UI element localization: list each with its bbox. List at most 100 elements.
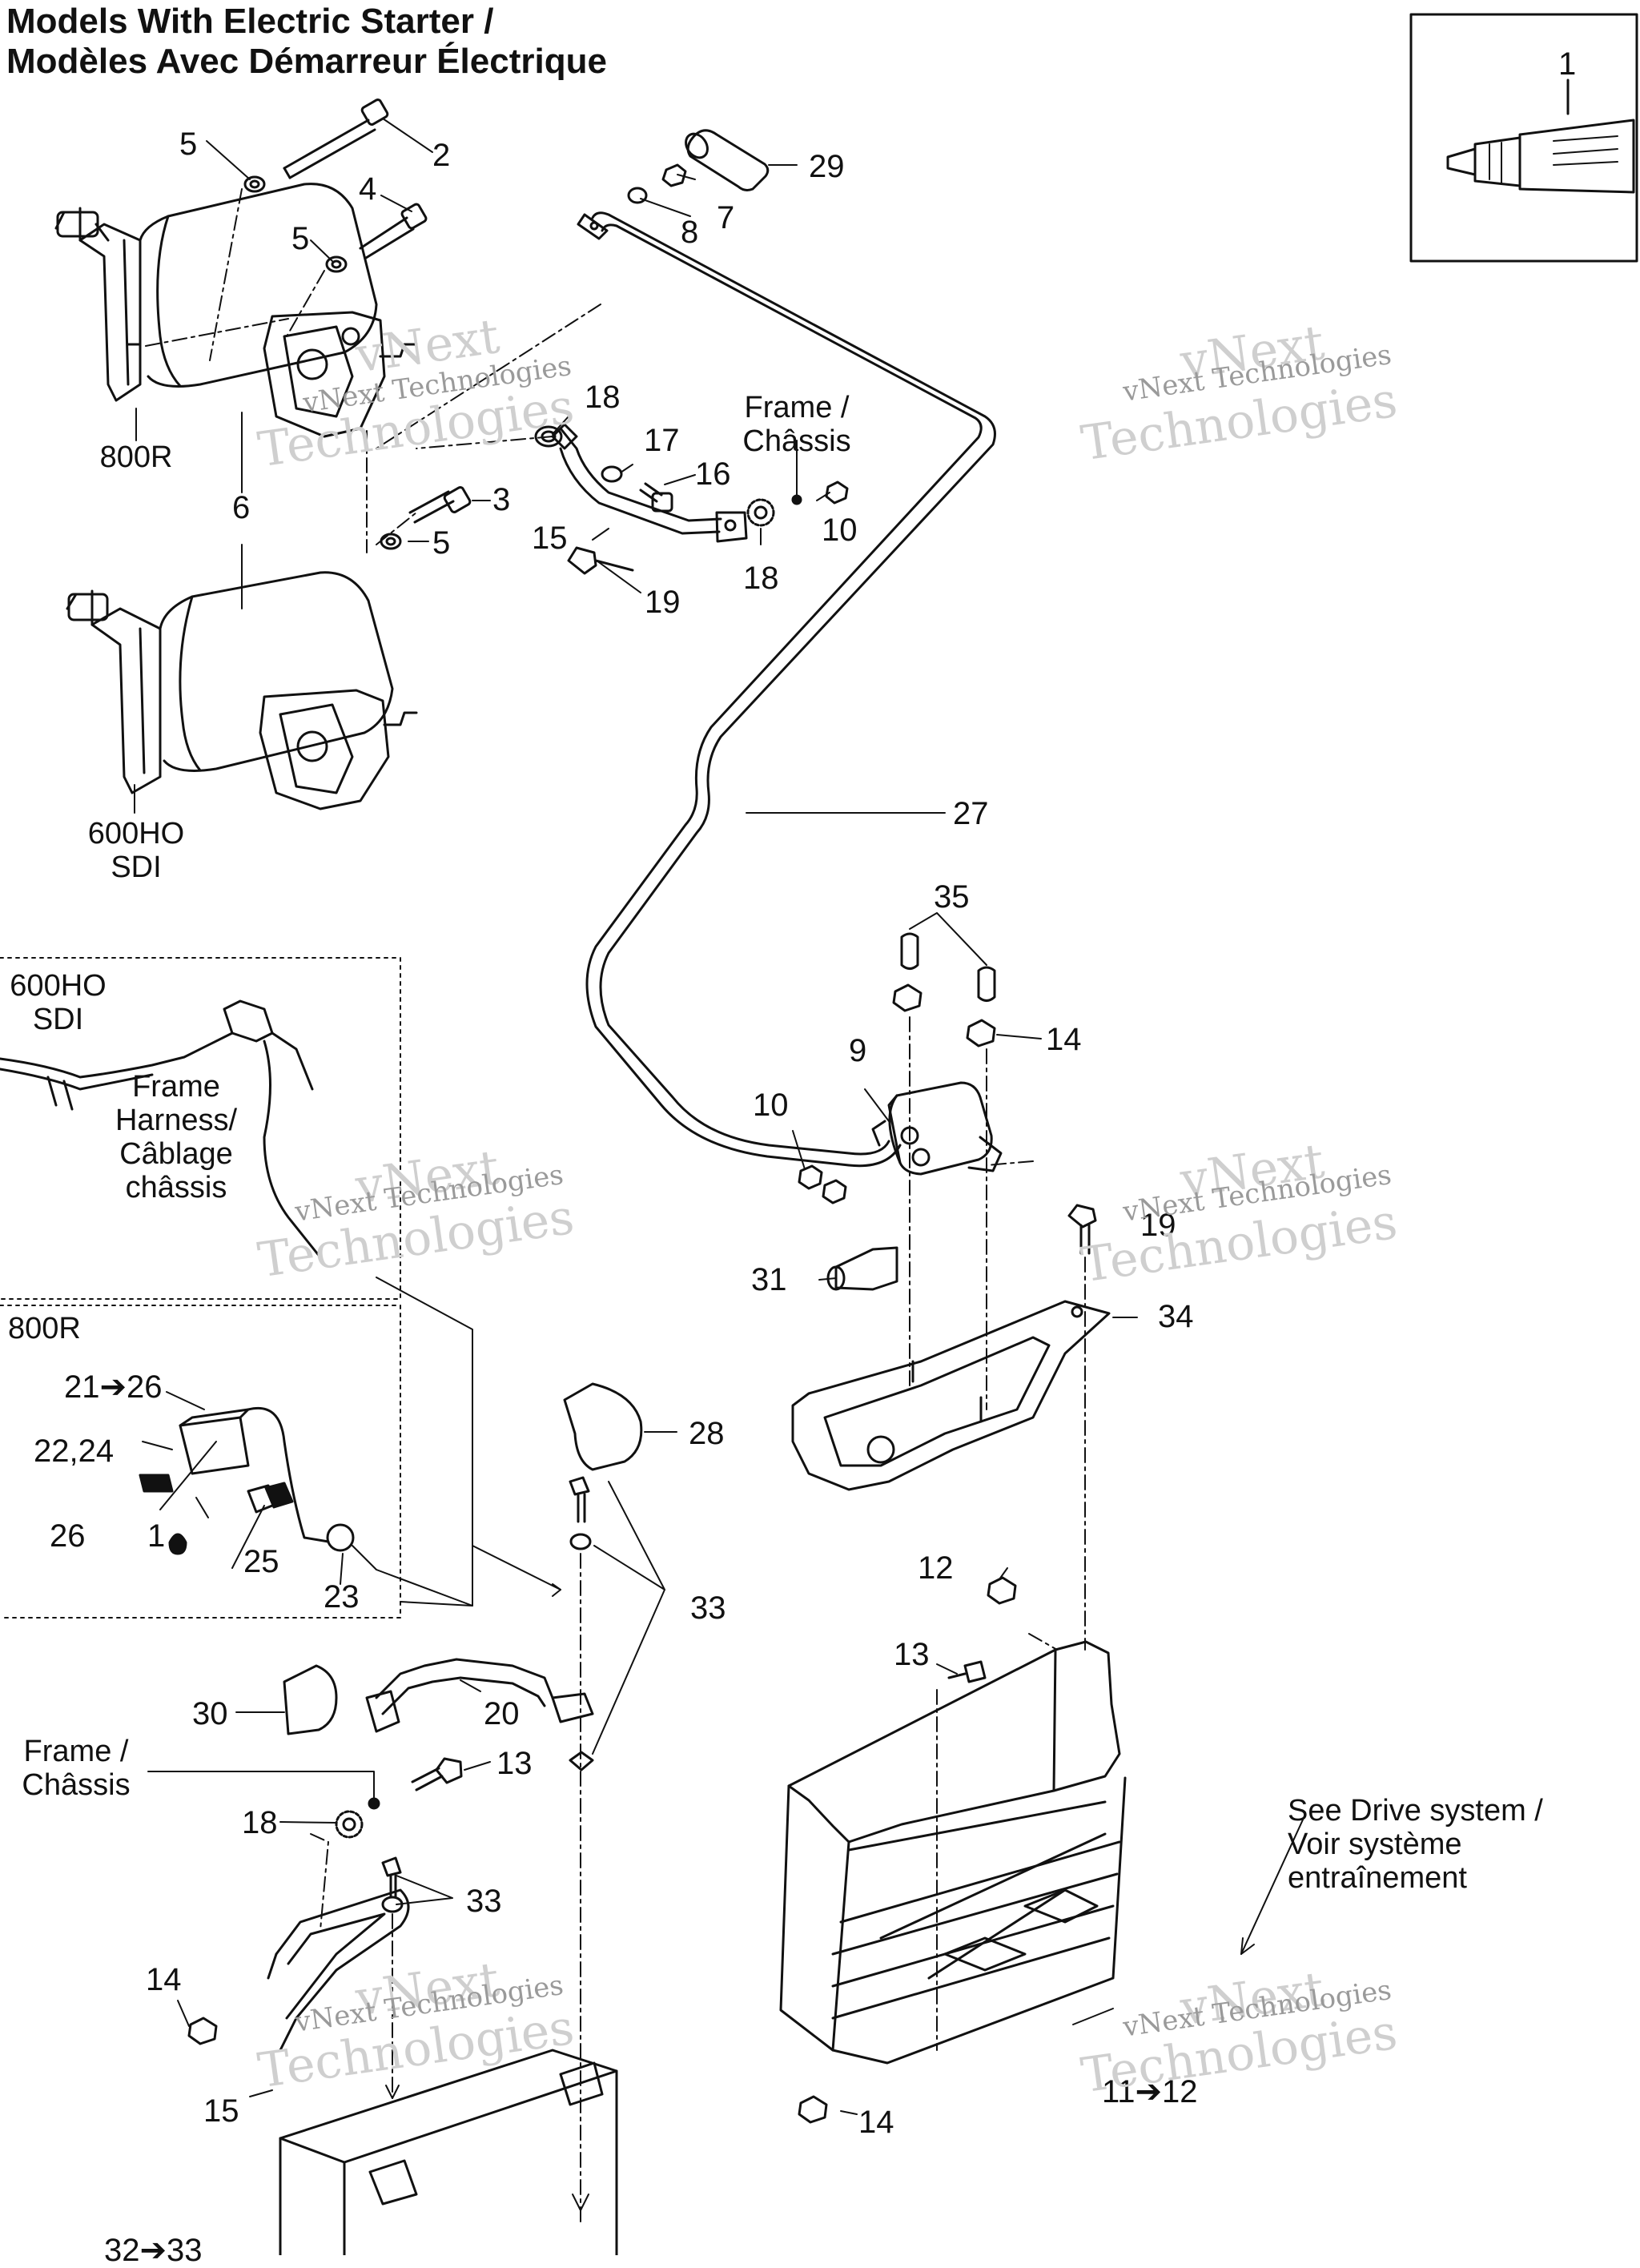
callout-19-right: 19: [1140, 1208, 1176, 1243]
harness-box-model-line2: SDI: [32, 1003, 84, 1036]
frame-chassis-bottom-line2: Châssis: [22, 1768, 131, 1802]
starter-motor-600ho: [66, 571, 418, 810]
callout-30: 30: [192, 1696, 228, 1731]
frame-harness-line1: Frame: [132, 1070, 220, 1104]
callout-18-top: 18: [585, 380, 621, 415]
star-washer-18-bottom: [335, 1810, 364, 1839]
nut-14-bottom-right: [798, 2095, 828, 2124]
frame-harness-line3: Câblage: [119, 1137, 233, 1171]
variant-600ho-line1: 600HO: [87, 817, 185, 850]
frame-harness-line2: Harness/: [115, 1104, 238, 1137]
callout-12: 12: [918, 1550, 954, 1586]
callout-14-bottom: 14: [858, 2105, 894, 2140]
nut-10-top: [825, 481, 849, 505]
washer-17: [601, 465, 623, 483]
battery-32: [279, 2049, 618, 2255]
callout-5-mid: 5: [291, 221, 310, 256]
frame-chassis-top-line1: Frame /: [744, 391, 850, 424]
leaders-35: [909, 912, 987, 966]
inset-box-item-1: [1409, 13, 1638, 263]
star-washer-18-mid: [746, 498, 775, 527]
see-drive-line1: See Drive system /: [1288, 1794, 1543, 1828]
frame-harness-line4: châssis: [125, 1171, 227, 1204]
hardware-33-top: [569, 1476, 594, 1771]
callout-29: 29: [809, 149, 845, 184]
assembly-lines-bottom: [310, 1553, 581, 2227]
nut-10-right-a: [798, 1164, 823, 1190]
callout-11-12: 11➔12: [1102, 2074, 1198, 2109]
callout-5-top: 5: [179, 127, 198, 162]
frame-chassis-top-line2: Châssis: [742, 424, 851, 458]
callout-10-top: 10: [822, 513, 858, 548]
callout-5-bottom: 5: [432, 525, 451, 561]
callout-2: 2: [432, 138, 451, 173]
harness-box-600ho: [0, 957, 401, 1300]
harness-box-800r: [0, 1305, 401, 1619]
callout-7: 7: [717, 200, 735, 235]
callout-31: 31: [751, 1262, 787, 1297]
harness-box-800r-model: 800R: [8, 1312, 81, 1345]
callout-23: 23: [324, 1579, 360, 1615]
drop-icon: [168, 1533, 187, 1555]
assembly-lines-box: [936, 1633, 1058, 2051]
callout-15-bottom: 15: [203, 2093, 239, 2129]
callout-25: 25: [243, 1544, 279, 1579]
callout-22-24: 22,24: [34, 1434, 115, 1469]
callout-4: 4: [359, 171, 377, 207]
bracket-34: [791, 1300, 1111, 1491]
nut-14-bottom-left: [187, 2017, 218, 2045]
cable-15-bottom: [267, 1888, 410, 2052]
callout-9: 9: [849, 1033, 867, 1068]
caps-35: [900, 932, 996, 1002]
bolt-13-right: [947, 1660, 987, 1683]
bolt-13-left: [411, 1757, 463, 1791]
battery-box-11: [779, 1640, 1127, 2065]
callout-27: 27: [953, 796, 989, 831]
washer-8: [627, 187, 648, 204]
see-drive-line2: Voir système: [1288, 1828, 1462, 1861]
solenoid-9: [871, 1081, 1003, 1176]
callout-26: 26: [50, 1518, 86, 1554]
nut-12: [987, 1576, 1017, 1605]
washer-5-bottom: [380, 533, 402, 550]
variant-600ho-line2: SDI: [111, 850, 162, 884]
leader-lines: [134, 118, 1138, 2115]
callout-20: 20: [484, 1696, 520, 1731]
washer-5-top: [243, 175, 266, 193]
callout-32-33: 32➔33: [104, 2233, 203, 2268]
callout-15-top: 15: [532, 521, 568, 556]
callout-13-left: 13: [496, 1746, 533, 1781]
callout-18-mid: 18: [743, 561, 779, 596]
callout-33-top: 33: [690, 1590, 726, 1626]
harness-box-model-line1: 600HO: [10, 969, 107, 1003]
washer-5-mid: [325, 255, 348, 273]
boot-30: [283, 1664, 338, 1735]
assembly-lines-top: [145, 188, 601, 553]
bolt-19-right: [1067, 1204, 1097, 1255]
starter-motor-800r: [54, 183, 418, 438]
nut-10-right-b: [822, 1179, 847, 1204]
callout-34: 34: [1158, 1299, 1194, 1334]
see-drive-line3: entraînement: [1288, 1861, 1467, 1895]
callout-19-top: 19: [645, 585, 681, 620]
boot-29: [685, 129, 770, 191]
harness-routing-lines: [352, 1277, 561, 1606]
callout-21-26: 21➔26: [64, 1369, 163, 1405]
drive-arrow: [1240, 1817, 1304, 1955]
boot-31: [826, 1246, 898, 1291]
callout-6: 6: [232, 490, 251, 525]
bolt-4: [359, 203, 428, 259]
nuts-14-right: [892, 983, 996, 1048]
bolt-3: [408, 486, 472, 524]
callout-28: 28: [689, 1416, 725, 1451]
callout-35: 35: [934, 879, 970, 915]
callout-1-drop: 1: [147, 1518, 166, 1554]
arrow-to-terminal: [385, 2085, 400, 2099]
nut-7: [661, 163, 687, 187]
grease-tube-icon: [1446, 119, 1635, 194]
callout-3: 3: [492, 482, 511, 517]
cable-27: [577, 211, 996, 1168]
callout-16: 16: [695, 456, 731, 492]
